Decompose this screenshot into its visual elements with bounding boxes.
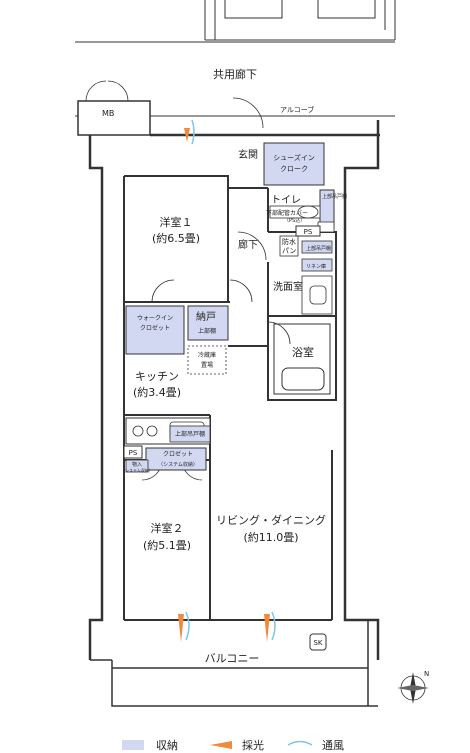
walkin-closet-label: クロゼット: [140, 324, 170, 332]
mb-box: [77, 80, 151, 136]
kitchen-upper-shelf: [169, 425, 211, 443]
ps-label-upper: PS: [304, 228, 313, 236]
ps-box-kitchen: [123, 445, 143, 459]
closet-label: クロゼット: [163, 450, 193, 458]
corridor-label: 共用廊下: [213, 67, 257, 81]
closet-sub-label: （システム収納）: [158, 461, 198, 468]
door-swings: [141, 231, 291, 481]
bathtub: [273, 323, 331, 395]
linen-label: リネン庫: [306, 263, 326, 270]
kitchen-area-label: (約3.4畳): [133, 385, 181, 399]
fridge-label: 冷蔵庫: [198, 351, 216, 359]
living-label: リビング・ダイニング: [216, 513, 326, 527]
living-area-label: (約11.0畳): [243, 530, 298, 544]
alcove-label: アルコーブ: [280, 105, 314, 114]
light-indicators: [178, 128, 270, 642]
hallway-label: 廊下: [238, 238, 258, 251]
fridge-space-label: 置場: [201, 361, 213, 369]
legend-storage-label: 収納: [156, 739, 178, 752]
legend-wind-icon: [287, 740, 313, 746]
compass-icon: [397, 672, 429, 704]
balcony-label: バルコニー: [205, 652, 260, 665]
nando-shelf-label: 上部棚: [198, 327, 216, 335]
wind-indicators: [185, 119, 276, 641]
kitchen-label: キッチン: [135, 370, 179, 383]
toilet-fixtures: [269, 189, 335, 233]
cloak-label: クローク: [280, 165, 308, 173]
washroom-fixtures: [279, 235, 333, 315]
pipe-cover-label: 下部配管カバー: [266, 209, 308, 217]
mb-label: MB: [102, 109, 114, 118]
bedroom1-area-label: (約6.5畳): [152, 231, 200, 245]
shoes-in-label: シューズイン: [273, 153, 315, 162]
sk-label: SK: [313, 639, 322, 647]
fridge-space: [187, 345, 227, 375]
storage-sub-label: （システム収納）: [121, 467, 153, 473]
upper-building-outline: [75, 0, 396, 43]
legend-light-label: 採光: [242, 738, 264, 752]
bedroom2-label: 洋室２: [151, 521, 184, 535]
balcony-outline: [90, 620, 378, 707]
bathroom-label: 浴室: [292, 345, 314, 359]
washroom-label: 洗面室: [273, 280, 303, 293]
kitchen-shelf-label: 上部吊戸棚: [175, 430, 205, 438]
walk-in-closet: [125, 305, 185, 355]
storage-label: 物入: [132, 461, 142, 468]
ps-box-upper: [295, 225, 321, 237]
bedroom2-area-label: (約5.1畳): [143, 538, 191, 552]
legend-light-icon: [210, 741, 232, 749]
compass-n-label: N: [424, 670, 429, 678]
legend-storage-swatch: [122, 740, 144, 750]
shoes-in-cloak: [263, 142, 325, 186]
walkin-label: ウォークイン: [137, 314, 173, 322]
bedroom2-closets: [125, 447, 207, 473]
nando-storage: [187, 305, 229, 341]
ps-label-kitchen: PS: [129, 449, 138, 457]
pipe-cover-sub-label: （PS込）: [284, 217, 305, 224]
interior-walls: [123, 175, 337, 621]
entrance-door-arc: [232, 97, 264, 129]
sk-sink: [309, 633, 327, 651]
entrance-label: 玄関: [238, 148, 258, 161]
toilet-shelf-label: 上部吊戸棚: [322, 193, 347, 200]
legend: 収納 採光 通風: [122, 738, 344, 752]
nando-label: 納戸: [196, 310, 216, 323]
waterproof-label: 防水: [282, 237, 296, 246]
legend-wind-label: 通風: [322, 739, 344, 752]
bedroom1-label: 洋室１: [160, 215, 193, 229]
waterproof-pan-label: パン: [282, 247, 296, 255]
toilet-label: トイレ: [271, 195, 301, 206]
washroom-shelf-label: 上部吊戸棚: [306, 245, 331, 252]
